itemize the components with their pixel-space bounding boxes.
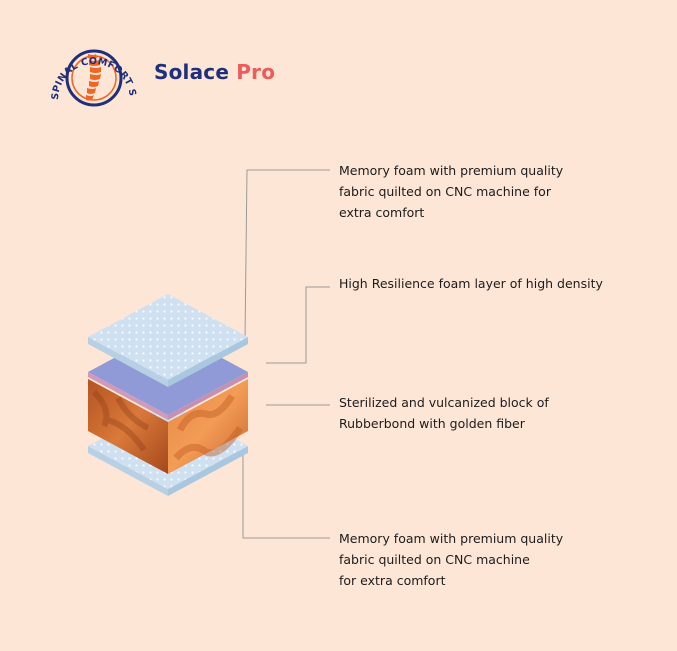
- layer-top-memory-foam: [88, 294, 248, 387]
- leader-line-2: [266, 286, 330, 364]
- layer-description-rubber-block: Sterilized and vulcanized block of Rubbe…: [339, 392, 549, 434]
- description-line: Memory foam with premium quality: [339, 163, 564, 178]
- description-line: Rubberbond with golden fiber: [339, 416, 525, 431]
- layer-description-bottom-memory-foam: Memory foam with premium quality fabric …: [339, 528, 563, 591]
- spinal-comfort-logo: SPINAL COMFORT SERIES: [44, 30, 138, 107]
- description-line: for extra comfort: [339, 573, 446, 588]
- description-line: fabric quilted on CNC machine: [339, 552, 530, 567]
- description-line: High Resilience foam layer of high densi…: [339, 276, 603, 291]
- product-title: Solace Pro: [154, 60, 275, 84]
- product-suffix: Pro: [236, 60, 276, 84]
- description-line: fabric quilted on CNC machine for: [339, 184, 551, 199]
- spine-icon: [86, 54, 101, 101]
- leader-lines: [242, 169, 330, 539]
- leader-line-1: [244, 169, 330, 341]
- leader-line-4: [242, 453, 330, 539]
- description-line: Memory foam with premium quality: [339, 531, 564, 546]
- product-name: Solace: [154, 60, 230, 84]
- layer-description-hr-foam: High Resilience foam layer of high densi…: [339, 273, 603, 294]
- description-line: extra comfort: [339, 205, 425, 220]
- layer-rubber-block: [88, 379, 248, 474]
- layer-description-top-memory-foam: Memory foam with premium quality fabric …: [339, 160, 563, 223]
- description-line: Sterilized and vulcanized block of: [339, 395, 549, 410]
